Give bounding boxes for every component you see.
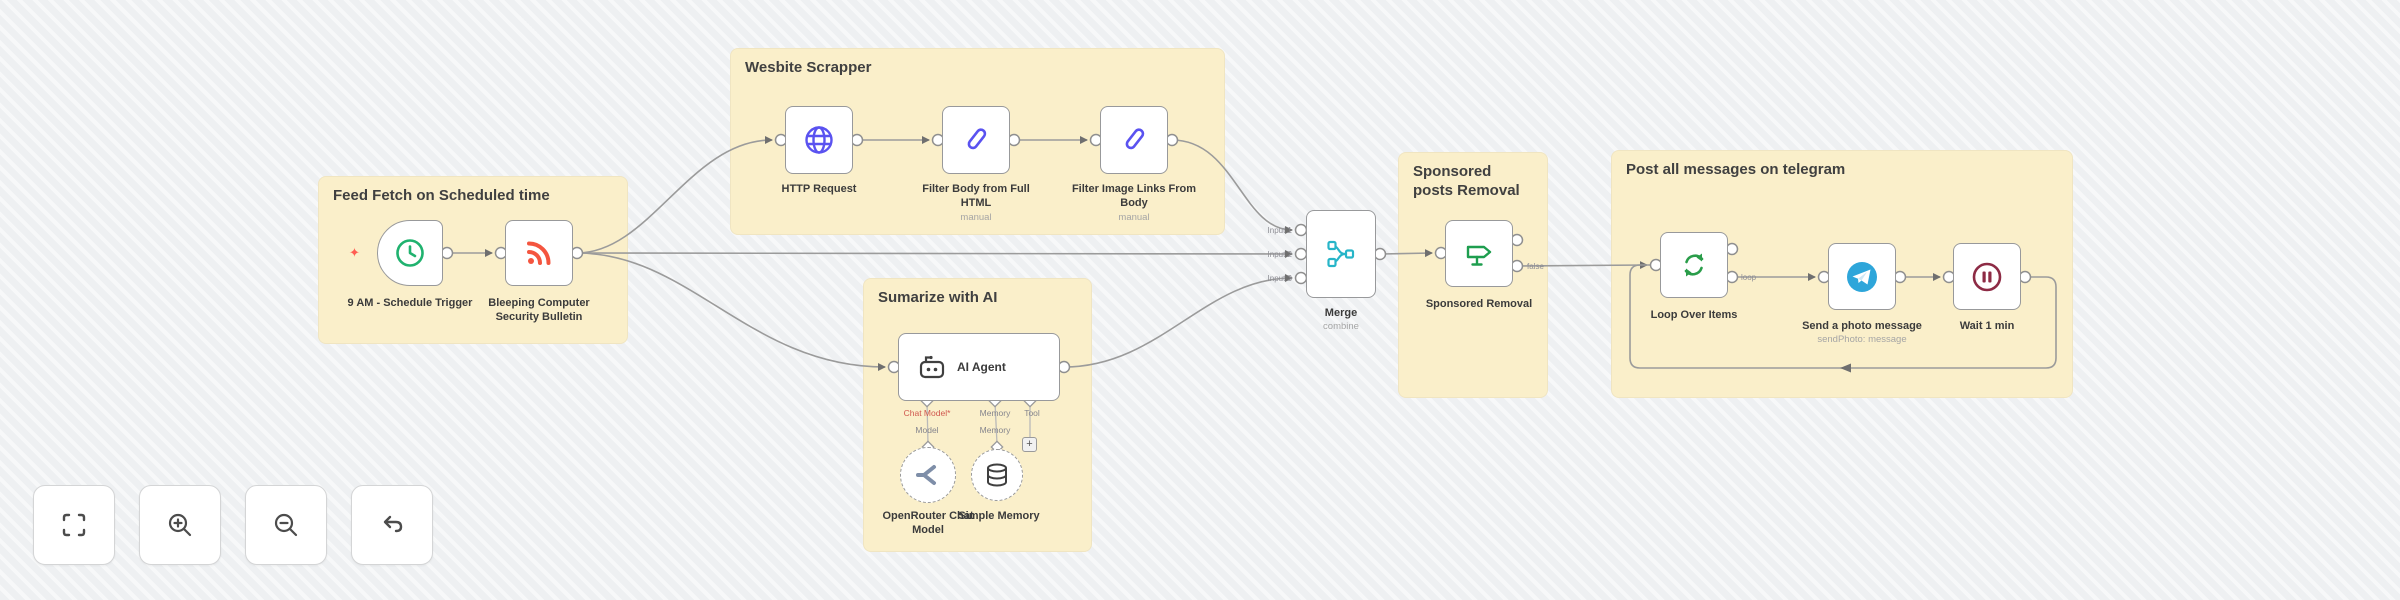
node-filter-image-links[interactable] [1100,106,1168,174]
rss-icon [527,241,551,265]
node-subtitle: manual [1118,211,1150,223]
undo-arrow-icon [383,515,403,533]
node-label-wait: Wait 1 min [1959,320,2015,332]
database-icon [987,463,1007,487]
agent-sub-lines [926,401,1031,445]
port-in-merge-1[interactable] [1294,223,1308,237]
zoom-out-icon [274,513,298,537]
node-title: AI Agent [957,360,1006,374]
sticky-title: Post all messages on telegram [1626,161,1846,178]
node-label-schedule: 9 AM - Schedule Trigger [347,297,473,309]
sticky-title: Feed Fetch on Scheduled time [333,187,550,204]
agent-port-tool: Tool [1024,408,1040,418]
agent-port-memory: Memory [979,408,1011,418]
globe-icon [805,126,833,154]
node-rss-feed[interactable] [505,220,573,286]
port-out-rss[interactable] [570,246,584,260]
merge-input-1-label: Input 1 [1267,226,1292,235]
node-ai-agent[interactable]: AI Agent [898,333,1060,401]
loop-output-label: loop [1741,273,1757,282]
reset-view-button[interactable] [351,485,433,565]
sticky-title: Sponsored posts Removal [1413,163,1520,199]
port-out-telegram[interactable] [1893,270,1907,284]
node-subtitle: manual [960,211,992,223]
port-out-sponsored-true[interactable] [1510,233,1524,247]
sticky-note-feed-fetch[interactable]: Feed Fetch on Scheduled time [318,176,628,344]
node-label-loop: Loop Over Items [1650,309,1738,321]
node-schedule-trigger[interactable] [377,220,443,286]
port-out-loop-done[interactable] [1725,242,1739,256]
port-out-sponsored-false[interactable] [1510,259,1524,273]
port-in-merge-2[interactable] [1294,247,1308,261]
node-label-simple-memory: Simple Memory [958,510,1040,522]
pen-icon [967,128,987,150]
openrouter-icon [916,465,936,485]
node-subtitle: sendPhoto: message [1817,334,1907,346]
node-label-openrouter: OpenRouter Chat Model [882,510,974,537]
sticky-note-summarize-ai[interactable]: Sumarize with AI [863,278,1092,552]
loop-icon [1684,253,1704,277]
zoom-to-fit-button[interactable] [33,485,115,565]
zoom-in-icon [168,513,192,537]
node-label-rss: Bleeping Computer Security Bulletin [488,297,590,324]
port-in-merge-3[interactable] [1294,271,1308,285]
agent-sub-ports[interactable] [920,394,1037,454]
node-subtitle: combine [1323,321,1359,333]
if-false-label: false [1527,262,1544,271]
node-label-telegram: Send a photo message sendPhoto: message [1782,319,1942,347]
port-out-filter-image[interactable] [1165,133,1179,147]
node-label-merge: Merge combine [1281,306,1401,334]
agent-port-chat-model: Chat Model* [904,408,951,418]
agent-port-memory-sub: Memory [979,425,1011,435]
node-openrouter-chat-model[interactable] [900,447,956,503]
node-filter-body[interactable] [942,106,1010,174]
merge-input-2-label: Input 2 [1267,250,1292,259]
port-out-http[interactable] [850,133,864,147]
zoom-to-fit-icon [62,513,86,537]
node-telegram-send-photo[interactable] [1828,243,1896,310]
add-tool-button[interactable]: + [1022,437,1037,452]
zoom-out-button[interactable] [245,485,327,565]
node-merge[interactable] [1306,210,1376,298]
node-label-filter-image: Filter Image Links From Body manual [1069,182,1199,224]
node-title: Send a photo message [1802,320,1922,332]
port-out-schedule[interactable] [440,246,454,260]
node-title: Filter Image Links From Body [1071,183,1197,210]
merge-input-3-label: Input 3 [1267,274,1292,283]
trigger-sparkle-icon: ✦ [349,245,360,260]
node-sponsored-removal[interactable] [1445,220,1513,287]
clock-icon [396,239,424,267]
port-out-filter-body[interactable] [1007,133,1021,147]
node-wait[interactable] [1953,243,2021,310]
node-label-filter-body: Filter Body from Full HTML manual [916,182,1036,224]
telegram-icon [1847,261,1877,292]
canvas-toolbar [33,485,433,565]
node-title: Filter Body from Full HTML [922,183,1030,210]
connection-lines[interactable] [447,136,2057,371]
sticky-title: Sumarize with AI [878,289,998,306]
node-label-http: HTTP Request [781,183,857,195]
port-out-loop-loop[interactable] [1725,270,1739,284]
loopback-arrow [1840,363,1851,373]
port-label: Chat Model* [903,408,951,418]
node-simple-memory[interactable] [971,449,1023,501]
sticky-title: Wesbite Scrapper [745,59,872,76]
signpost-icon [1466,245,1492,266]
port-out-wait[interactable] [2018,270,2032,284]
robot-icon [919,355,945,379]
port-out-merge[interactable] [1373,247,1387,261]
port-out-ai-agent[interactable] [1057,360,1071,374]
agent-port-model: Model [915,425,939,435]
merge-icon [1327,240,1355,268]
zoom-in-button[interactable] [139,485,221,565]
node-http-request[interactable] [785,106,853,174]
pause-icon [1972,262,2002,291]
node-title: Merge [1324,307,1358,319]
node-label-sponsored: Sponsored Removal [1425,298,1533,310]
node-loop-over-items[interactable] [1660,232,1728,298]
pen-icon [1125,128,1145,150]
